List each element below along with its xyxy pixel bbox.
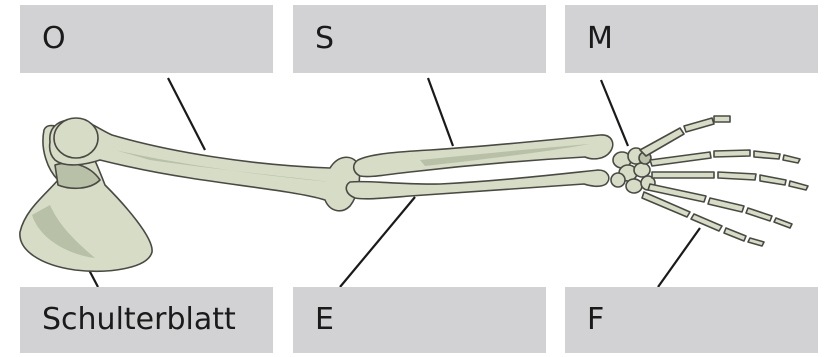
leader-line-bottom-right [658,228,700,287]
label-box-top-left: O [20,5,273,73]
label-box-top-right: M [565,5,818,73]
label-text-bottom-middle: E [315,305,334,335]
label-text-top-left: O [42,24,66,54]
label-box-top-middle: S [293,5,546,73]
label-text-top-right: M [587,24,613,54]
label-text-bottom-right: F [587,305,604,335]
leader-line-top-middle [428,78,453,146]
label-text-bottom-left: Schulterblatt [42,305,236,335]
label-box-bottom-right: F [565,287,818,353]
finger-bones [640,116,808,246]
leader-line-top-left [168,78,205,150]
label-box-bottom-left: Schulterblatt [20,287,273,353]
humerus-head [54,118,98,158]
leader-line-bottom-middle [340,197,415,287]
label-text-top-middle: S [315,24,334,54]
bones [20,116,808,271]
label-box-bottom-middle: E [293,287,546,353]
